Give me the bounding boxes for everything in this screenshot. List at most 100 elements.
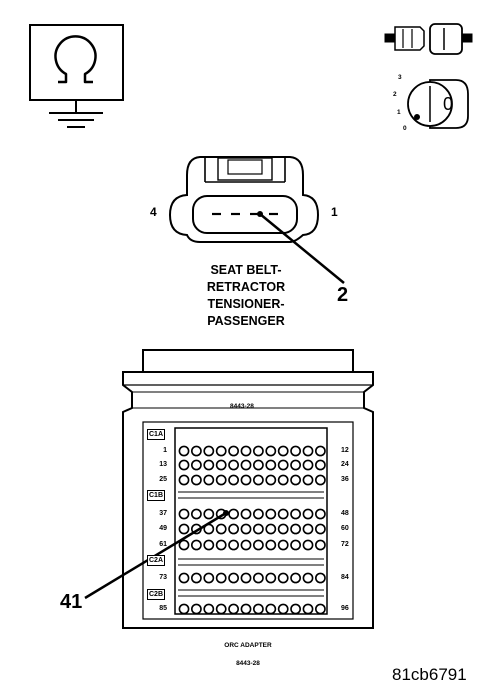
- adapter-pin: [265, 445, 277, 457]
- adapter-pin: [215, 603, 227, 615]
- adapter-pin: [290, 539, 301, 551]
- adapter-pin: [228, 603, 239, 615]
- adapter-pin: [265, 474, 277, 486]
- adapter-pin: [265, 603, 277, 615]
- row-left-49: 49: [159, 525, 167, 532]
- adapter-pin: [302, 572, 314, 584]
- adapter-pin: [265, 539, 277, 551]
- row-left-73: 73: [159, 574, 167, 581]
- key-position-1: 1: [397, 109, 401, 116]
- key-position-0: 0: [403, 125, 407, 132]
- adapter-pin: [314, 603, 326, 615]
- adapter-pin: [302, 603, 314, 615]
- component-name-line-4: PASSENGER: [207, 314, 285, 328]
- adapter-pin: [240, 445, 252, 457]
- row-right-36: 36: [341, 476, 349, 483]
- adapter-pin: [314, 459, 326, 471]
- adapter-pin: [215, 445, 227, 457]
- adapter-pin: [265, 572, 277, 584]
- pin-label-left: 4: [150, 205, 157, 219]
- adapter-pin: [252, 572, 264, 584]
- adapter-pin: [178, 508, 190, 520]
- adapter-pin: [252, 474, 264, 486]
- adapter-pin: [277, 445, 289, 457]
- ohmmeter-icon: [29, 24, 124, 128]
- adapter-pin: [265, 508, 277, 520]
- adapter-pin: [240, 459, 252, 471]
- figure-id: 81cb6791: [392, 665, 467, 684]
- adapter-pin: [190, 508, 202, 520]
- adapter-pin: [277, 539, 289, 551]
- adapter-pin: [178, 603, 190, 615]
- row-right-24: 24: [341, 461, 349, 468]
- adapter-pin: [203, 445, 215, 457]
- adapter-pin: [178, 523, 190, 535]
- adapter-pin: [302, 474, 314, 486]
- callout-41-label: 41: [60, 591, 83, 613]
- adapter-pin: [290, 572, 301, 584]
- adapter-pin: [277, 508, 289, 520]
- adapter-pin: [228, 539, 239, 551]
- adapter-caption: ORC ADAPTER: [224, 642, 272, 649]
- adapter-pin: [178, 474, 190, 486]
- component-name-line-2: RETRACTOR: [206, 280, 286, 294]
- adapter-pin: [203, 459, 215, 471]
- adapter-pin: [228, 474, 239, 486]
- adapter-pin: [190, 539, 202, 551]
- adapter-pin: [190, 445, 202, 457]
- row-right-96: 96: [341, 605, 349, 612]
- component-name: SEAT BELT- RETRACTOR TENSIONER- PASSENGE…: [186, 262, 306, 330]
- adapter-pin: [178, 445, 190, 457]
- adapter-caption-sub: 8443-28: [236, 660, 260, 667]
- row-right-12: 12: [341, 447, 349, 454]
- adapter-pin: [302, 459, 314, 471]
- adapter-pin: [290, 603, 301, 615]
- adapter-pin: [190, 603, 202, 615]
- adapter-pin: [277, 459, 289, 471]
- adapter-pin: [314, 572, 326, 584]
- adapter-pin: [252, 459, 264, 471]
- callout-2-label: 2: [337, 284, 349, 306]
- adapter-pin: [215, 474, 227, 486]
- adapter-pin: [252, 539, 264, 551]
- callout-2-dot: [257, 211, 263, 217]
- row-left-25: 25: [159, 476, 167, 483]
- adapter-pin: [302, 523, 314, 535]
- adapter-pin: [178, 459, 190, 471]
- adapter-pin: [252, 508, 264, 520]
- row-right-84: 84: [341, 574, 349, 581]
- adapter-pin: [314, 508, 326, 520]
- adapter-pin: [252, 523, 264, 535]
- adapter-pin: [290, 459, 301, 471]
- adapter-pin: [314, 445, 326, 457]
- row-left-1: 1: [163, 447, 167, 454]
- row-right-60: 60: [341, 525, 349, 532]
- ignition-key-icon: [407, 79, 469, 129]
- adapter-pin: [215, 539, 227, 551]
- key-label: 0: [443, 94, 454, 114]
- adapter-pin: [302, 508, 314, 520]
- row-right-48: 48: [341, 510, 349, 517]
- tag-c2a: C2A: [147, 555, 166, 566]
- pin-label-right: 1: [331, 205, 338, 219]
- adapter-pin: [178, 539, 190, 551]
- adapter-pin: [228, 459, 239, 471]
- adapter-pin: [215, 572, 227, 584]
- adapter-pin: [265, 459, 277, 471]
- key-position-2: 2: [393, 91, 397, 98]
- adapter-pin: [277, 603, 289, 615]
- adapter-pin: [240, 572, 252, 584]
- adapter-pin: [203, 474, 215, 486]
- adapter-pin: [228, 523, 239, 535]
- adapter-pin: [215, 459, 227, 471]
- adapter-top-label: 8443-28: [230, 403, 254, 410]
- adapter-pin: [252, 445, 264, 457]
- adapter-pin: [314, 474, 326, 486]
- adapter-pin: [277, 523, 289, 535]
- adapter-pin: [190, 459, 202, 471]
- seat-belt-connector: [168, 156, 320, 243]
- key-position-3: 3: [398, 74, 402, 81]
- adapter-pin: [290, 474, 301, 486]
